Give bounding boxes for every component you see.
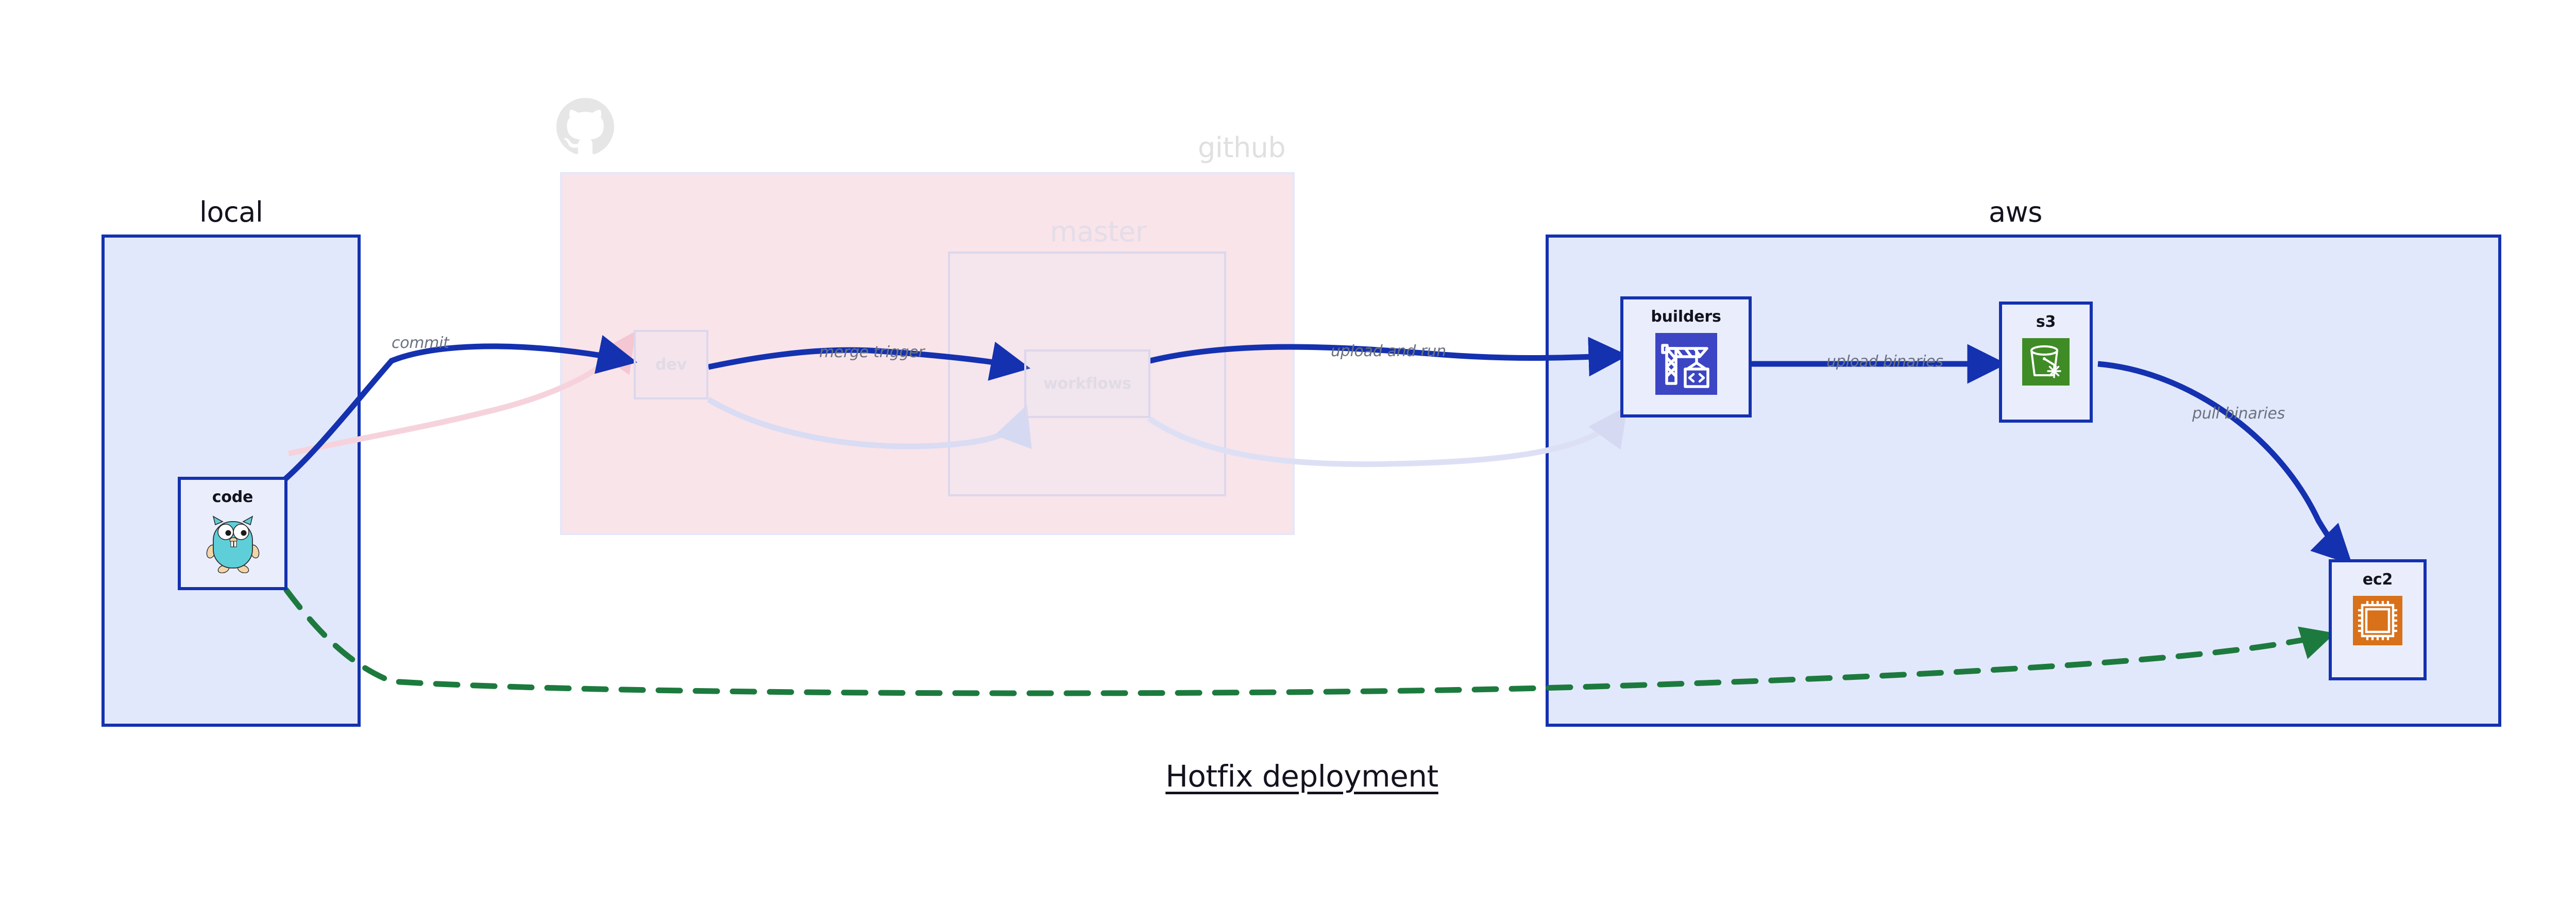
node-ec2-label: ec2 xyxy=(2362,571,2393,589)
node-s3-label: s3 xyxy=(2036,313,2056,331)
node-code[interactable]: code xyxy=(178,477,287,590)
github-icon xyxy=(556,98,614,155)
node-builders-label: builders xyxy=(1651,308,1721,326)
node-code-label: code xyxy=(212,488,253,506)
cluster-aws-title: aws xyxy=(1989,196,2042,228)
go-gopher-icon xyxy=(205,513,261,575)
edge-label-upload-and-run: upload and run xyxy=(1331,342,1446,360)
node-s3[interactable]: s3 xyxy=(1999,302,2093,423)
node-builders[interactable]: builders xyxy=(1620,296,1752,417)
node-workflows[interactable]: workflows xyxy=(1024,349,1150,418)
aws-codebuild-icon xyxy=(1655,333,1717,397)
edge-label-commit: commit xyxy=(392,334,449,352)
node-dev-label: dev xyxy=(655,356,687,374)
cluster-master-title: master xyxy=(1050,215,1147,248)
edge-label-upload-binaries: upload binaries xyxy=(1826,353,1943,371)
cluster-github-title: github xyxy=(1198,131,1286,164)
cluster-local-title: local xyxy=(199,196,263,228)
edge-label-pull-binaries: pull binaries xyxy=(2192,405,2285,423)
diagram-title: Hotfix deployment xyxy=(1165,759,1438,794)
aws-s3-bucket-icon xyxy=(2022,338,2070,388)
edge-label-merge-trigger: merge trigger xyxy=(819,343,925,361)
node-ec2[interactable]: ec2 xyxy=(2329,559,2427,680)
node-workflows-label: workflows xyxy=(1043,375,1131,393)
node-dev[interactable]: dev xyxy=(634,330,708,399)
aws-ec2-chip-icon xyxy=(2353,596,2402,647)
